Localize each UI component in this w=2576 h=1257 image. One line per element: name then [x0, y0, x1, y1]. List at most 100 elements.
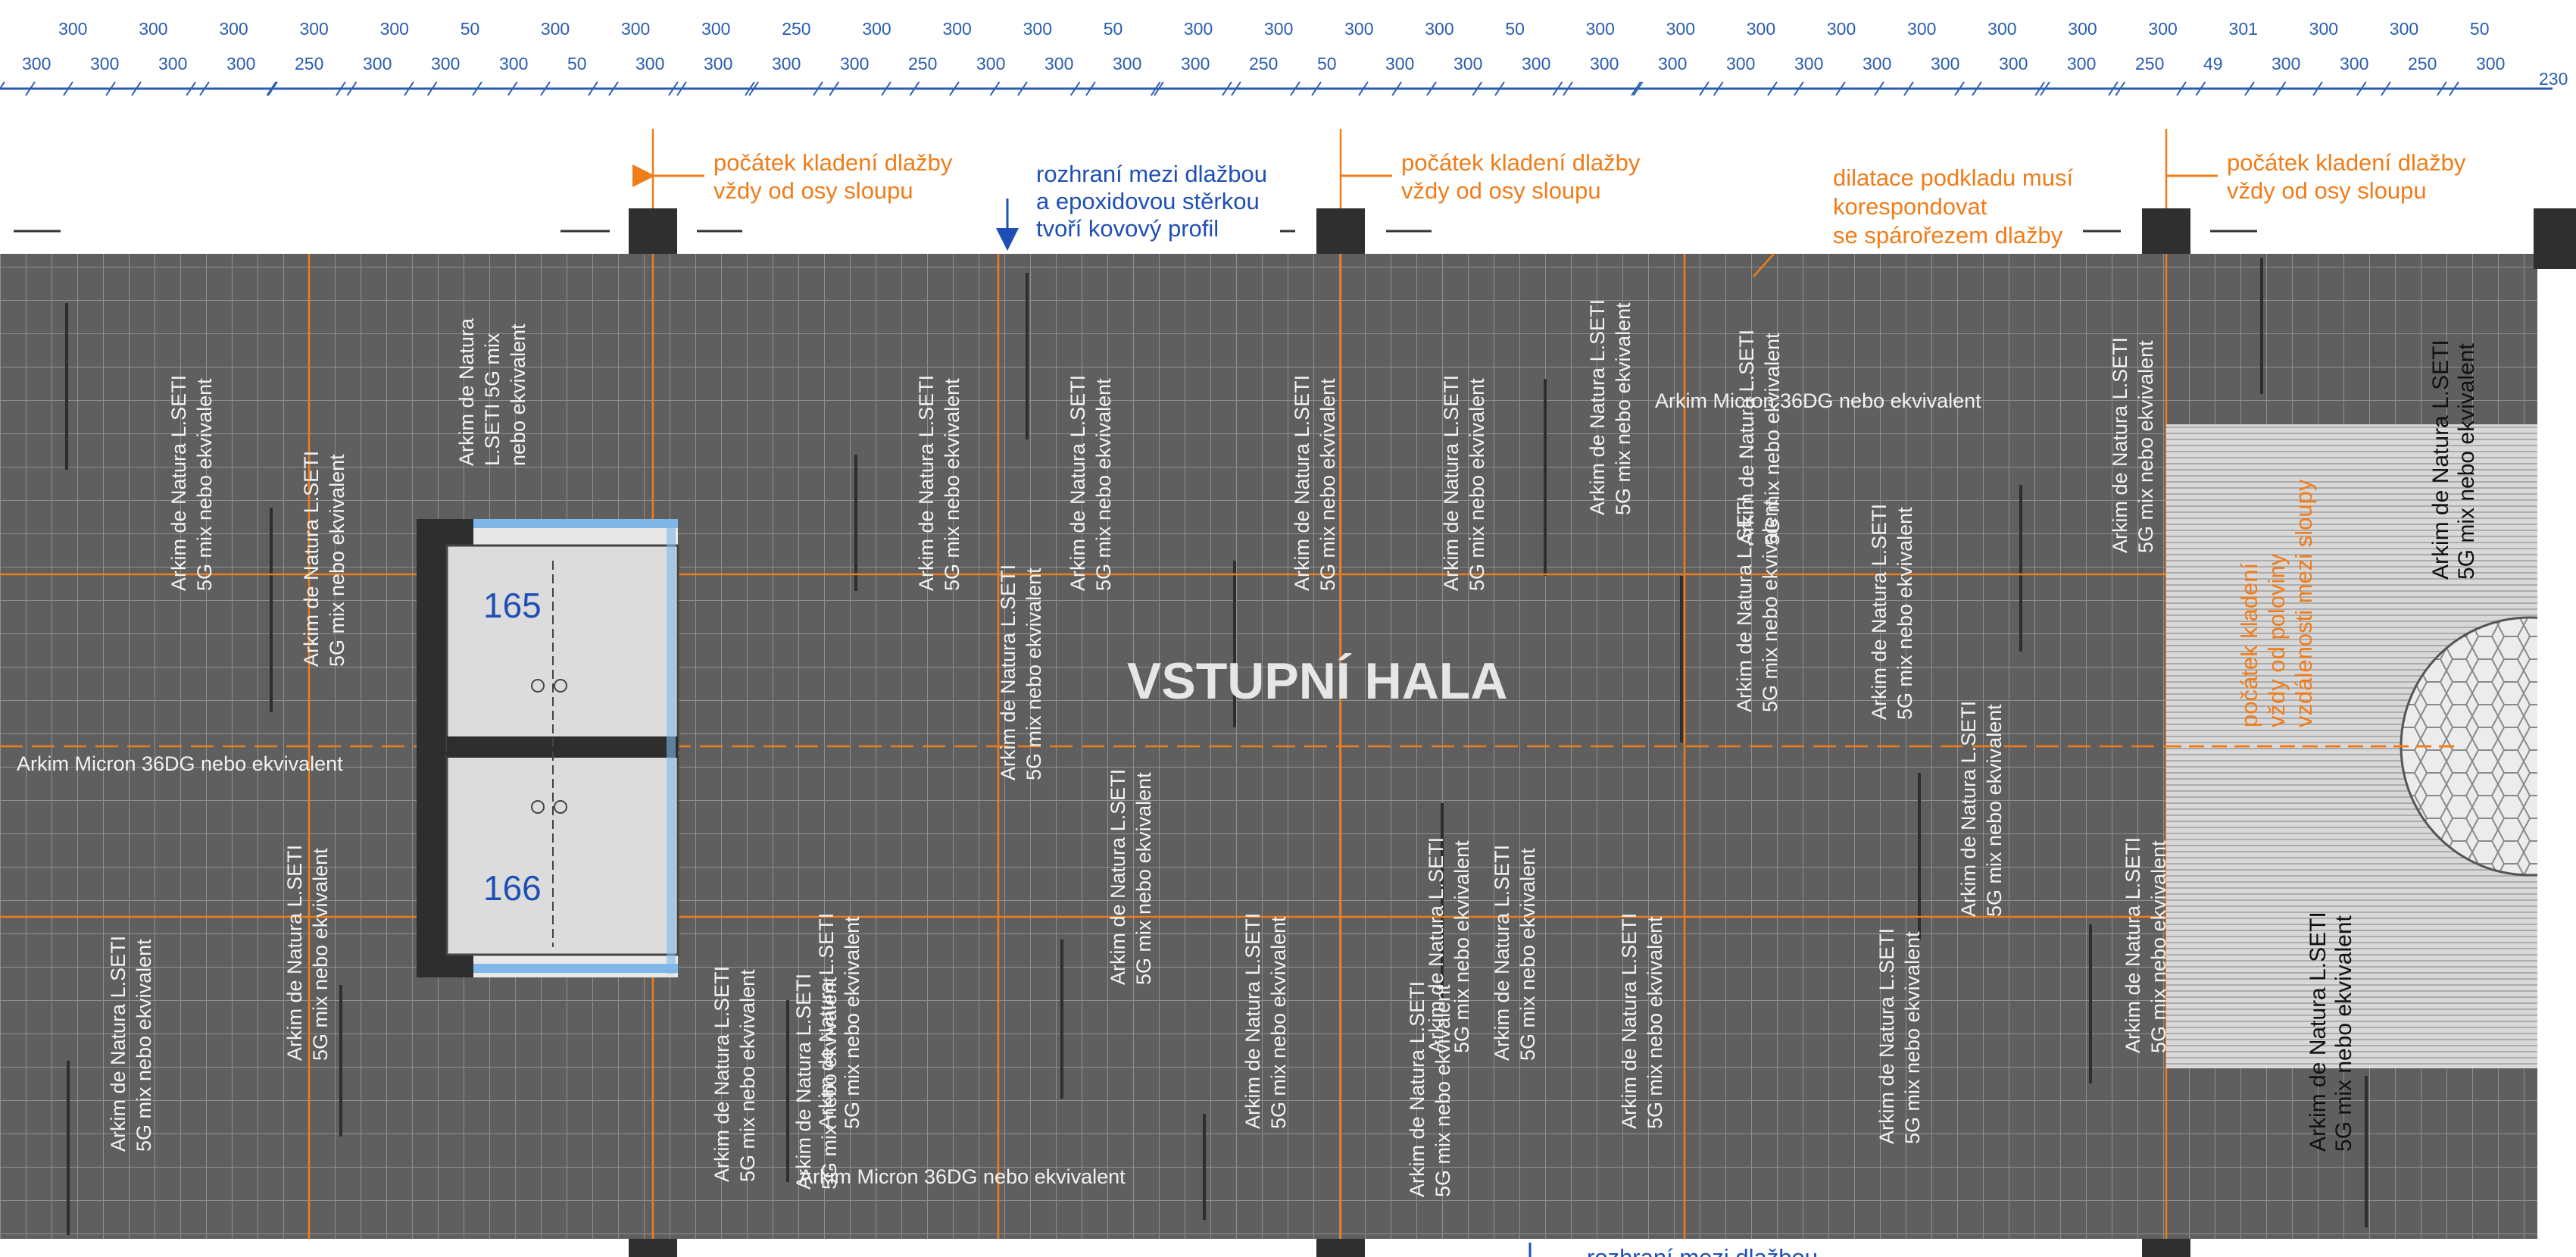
elevator-166-number: 166 — [483, 868, 542, 908]
dimension-value: 300 — [1794, 54, 1823, 73]
dimension-value: 50 — [567, 54, 587, 73]
dimension-value: 300 — [1863, 54, 1891, 73]
dimension-value: 300 — [58, 19, 87, 39]
material-label-line: Arkim de Natura L.SETI — [283, 845, 306, 1061]
dimension-value: 300 — [2309, 19, 2338, 39]
material-label-line: Arkim de Natura L.SETI — [997, 564, 1019, 780]
svg-text:vždy od poloviny: vždy od poloviny — [2263, 553, 2290, 727]
svg-text:vždy od osy sloupu: vždy od osy sloupu — [2227, 177, 2427, 204]
svg-text:vždy od osy sloupu: vždy od osy sloupu — [1401, 177, 1601, 204]
dimension-value: 300 — [139, 19, 167, 39]
material-label-line: Arkim de Natura L.SETI — [915, 375, 938, 591]
material-label-line: Arkim de Natura L.SETI — [1425, 837, 1447, 1053]
material-label-line: Arkim de Natura L.SETI — [300, 451, 323, 667]
material-label-line: 5G mix nebo ekvivalent — [1132, 772, 1155, 985]
dimension-value: 50 — [461, 19, 480, 39]
dimension-value: 300 — [499, 54, 528, 73]
material-label-line: 5G mix nebo ekvivalent — [1612, 302, 1635, 515]
interface-profile-note: rozhraní mezi dlažbou a epoxidovou stěrk… — [996, 161, 1267, 251]
dimension-value: 300 — [1658, 54, 1687, 73]
svg-text:dilatace podkladu musí: dilatace podkladu musí — [1833, 164, 2073, 191]
material-label-line: 5G mix nebo ekvivalent — [1901, 931, 1924, 1144]
svg-text:počátek kladení dlažby: počátek kladení dlažby — [2227, 149, 2466, 176]
dimension-value: 300 — [976, 54, 1005, 73]
material-label-line: Arkim de Natura L.SETI — [792, 974, 815, 1190]
material-label-line: 5G mix nebo ekvivalent — [1644, 916, 1666, 1129]
dimension-value: 300 — [1907, 19, 1936, 39]
columns — [629, 208, 2576, 1257]
micron-label-top: Arkim Micron 36DG nebo ekvivalent — [1655, 389, 1981, 412]
material-label-line: 5G mix nebo ekvivalent — [1316, 378, 1339, 591]
svg-text:se spárořezem dlažby: se spárořezem dlažby — [1833, 222, 2063, 249]
micron-label-bottom: Arkim Micron 36DG nebo ekvivalent — [799, 1165, 1126, 1188]
material-label-line: Arkim de Natura L.SETI — [1733, 496, 1756, 712]
dimension-value: 300 — [1931, 54, 1959, 73]
material-label-line: 5G mix nebo ekvivalent — [1894, 507, 1916, 720]
dimension-value: 300 — [635, 54, 664, 73]
dimension-value: 300 — [363, 54, 392, 73]
dimension-value: 300 — [2272, 54, 2300, 73]
material-label-line: nebo ekvivalent — [507, 324, 529, 466]
material-label-line: 5G mix nebo ekvivalent — [1761, 333, 1784, 546]
right-wall — [2537, 227, 2576, 1257]
dimension-value: 250 — [908, 54, 937, 73]
dimension-value: 300 — [2148, 19, 2177, 39]
dimension-value: 300 — [1184, 19, 1213, 39]
dimension-value: 300 — [701, 19, 730, 39]
room-title: VSTUPNÍ HALA — [1127, 652, 1507, 710]
material-label-line: 5G mix nebo ekvivalent — [133, 939, 155, 1152]
material-label-line: Arkim de Natura L.SETI — [1735, 330, 1758, 546]
dimension-value: 300 — [1747, 19, 1775, 39]
material-label-line: 5G mix nebo ekvivalent — [309, 848, 332, 1061]
dimension-value: 300 — [2340, 54, 2368, 73]
material-label-line: 5G mix nebo ekvivalent — [818, 977, 841, 1190]
dimension-value: 49 — [2203, 54, 2223, 73]
dimension-value: 300 — [621, 19, 650, 39]
dimension-value: 300 — [1425, 19, 1453, 39]
elevator-core — [417, 519, 679, 977]
dimension-value: 300 — [1666, 19, 1695, 39]
material-label-line: 5G mix nebo ekvivalent — [1466, 378, 1488, 591]
material-label-line: 5G mix nebo ekvivalent — [2147, 840, 2170, 1053]
dimension-value: 300 — [1590, 54, 1619, 73]
dimension-value: 300 — [862, 19, 891, 39]
dilatation-note: dilatace podkladu musí korespondovat se … — [1833, 164, 2073, 249]
material-label-line: Arkim de Natura L.SETI — [107, 936, 130, 1152]
dimension-value: 300 — [541, 19, 570, 39]
svg-text:a epoxidovou stěrkou: a epoxidovou stěrkou — [1036, 188, 1260, 214]
dimension-value: 300 — [90, 54, 119, 73]
material-label-line: Arkim de Natura L.SETI — [1291, 375, 1313, 591]
dimension-value: 300 — [840, 54, 869, 73]
material-label-line: Arkim de Natura L.SETI — [1241, 913, 1264, 1129]
material-label-line: Arkim de Natura L.SETI — [1491, 845, 1513, 1061]
svg-text:rozhraní mezi dlažbou: rozhraní mezi dlažbou — [1036, 161, 1267, 187]
joint-lines — [65, 258, 2368, 1235]
material-label-line: Arkim de Natura L.SETI — [1957, 701, 1980, 917]
material-label-line: Arkim de Natura L.SETI — [167, 375, 190, 591]
dimension-value: 300 — [1726, 54, 1755, 73]
material-label-line: Arkim de Natura L.SETI — [1875, 928, 1898, 1144]
svg-text:počátek kladení: počátek kladení — [2236, 562, 2262, 727]
